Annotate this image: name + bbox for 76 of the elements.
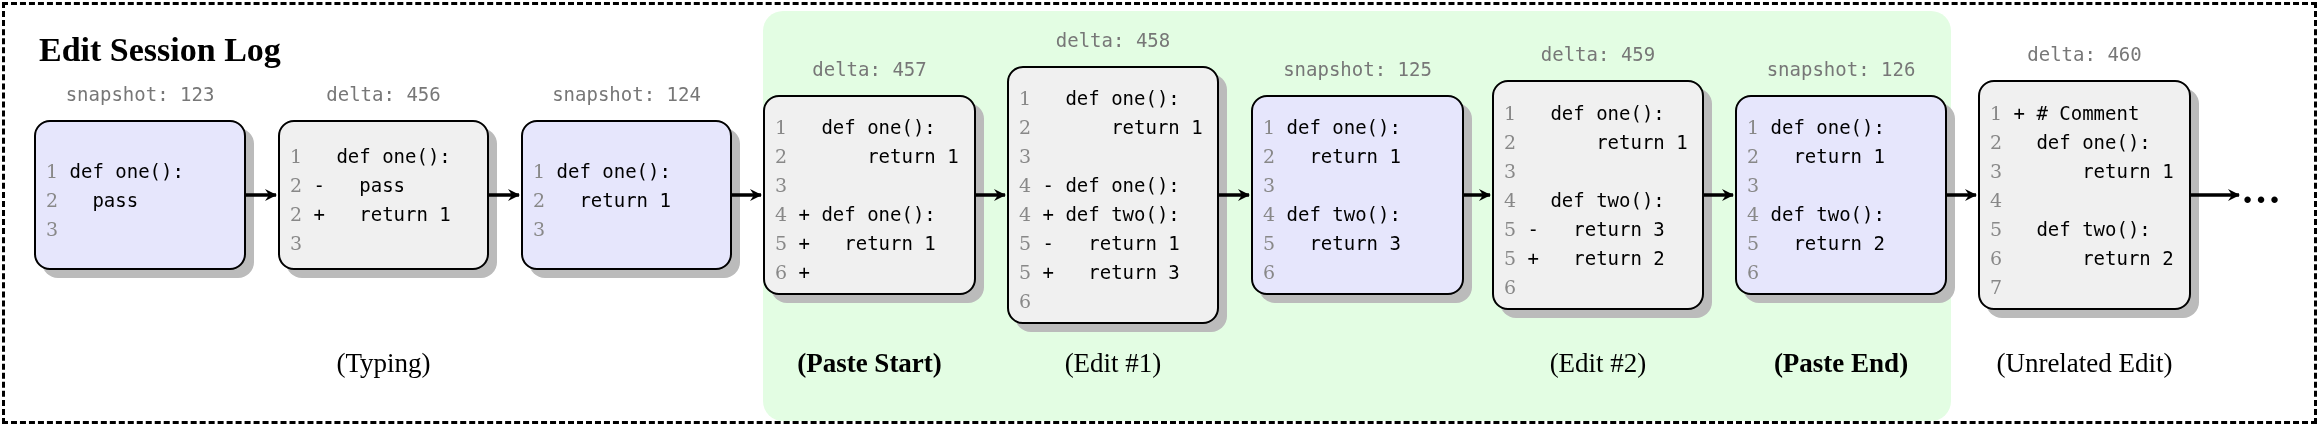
code-line: 5 return 2	[1747, 231, 1885, 256]
code-line: 1 + # Comment	[1990, 100, 2140, 126]
block-id-label: snapshot: 124	[552, 83, 701, 105]
code-line: 1 def one():	[1747, 115, 1885, 140]
diagram-title: Edit Session Log	[39, 31, 281, 69]
arrow	[2191, 189, 2240, 201]
code-line: 6 return 2	[1990, 245, 2174, 271]
code-line: 2 return 1	[533, 187, 671, 213]
block-id-label: delta: 458	[1055, 29, 1171, 51]
code-line: 7	[1990, 274, 2004, 300]
step-caption: (Paste End)	[1773, 348, 1909, 379]
code-line: 4 + def one():	[775, 202, 936, 227]
code-line: 4	[1990, 187, 2004, 213]
code-line: 4 + def two():	[1019, 202, 1180, 227]
arrow	[246, 189, 277, 201]
code-line: 4 def two():	[1747, 202, 1885, 227]
code-line: 4 - def one():	[1019, 173, 1180, 198]
code-line: 5 - return 1	[1019, 231, 1180, 256]
code-line: 2 pass	[46, 187, 139, 213]
code-line: 2 - pass	[290, 173, 406, 198]
code-line: 3	[1504, 158, 1518, 184]
code-line: 3	[1747, 173, 1761, 198]
ellipsis-text: …	[2241, 175, 2281, 205]
step-caption: (Unrelated Edit)	[1996, 348, 2173, 379]
step-caption: (Typing)	[336, 348, 431, 379]
block-id-label: delta: 460	[2027, 43, 2142, 65]
code-line: 4 def two():	[1504, 187, 1665, 213]
code-line: 6 +	[775, 260, 810, 285]
code-line: 3	[1263, 173, 1277, 198]
step-caption: (Edit #2)	[1549, 348, 1647, 379]
code-line: 2 return 1	[775, 144, 959, 169]
block-id-label: snapshot: 126	[1766, 58, 1916, 80]
code-line: 1 def one():	[775, 115, 936, 140]
arrow	[1464, 189, 1491, 201]
arrow	[732, 189, 762, 201]
code-line: 1 def one():	[533, 158, 671, 184]
code-line: 3	[46, 216, 60, 242]
code-line: 5 + return 1	[775, 231, 936, 256]
code-line: 5 return 3	[1263, 231, 1401, 256]
code-line: 3	[775, 173, 789, 198]
code-line: 1 def one():	[1019, 86, 1180, 111]
code-line: 1 def one():	[1263, 115, 1401, 140]
code-line: 2 return 1	[1504, 129, 1688, 155]
code-line: 1 def one():	[1504, 100, 1665, 126]
step-caption: (Edit #1)	[1064, 348, 1162, 379]
arrow	[1947, 189, 1977, 201]
code-line: 3	[290, 231, 304, 256]
arrow	[1219, 189, 1250, 201]
code-line: 2 + return 1	[290, 202, 451, 227]
code-line: 5 + return 3	[1019, 260, 1180, 285]
code-line: 3 return 1	[1990, 158, 2174, 184]
block-id-label: delta: 459	[1540, 43, 1656, 65]
code-line: 3	[1019, 144, 1033, 169]
code-line: 6	[1019, 289, 1033, 314]
code-line: 2 return 1	[1263, 144, 1401, 169]
code-line: 2 return 1	[1019, 115, 1203, 140]
arrow	[976, 189, 1006, 201]
code-line: 6	[1263, 260, 1277, 285]
block-id-label: delta: 456	[326, 83, 441, 105]
block-id-label: snapshot: 125	[1283, 58, 1432, 80]
code-line: 6	[1504, 274, 1518, 300]
code-line: 5 - return 3	[1504, 216, 1665, 242]
code-line: 1 def one():	[46, 158, 184, 184]
block-id-label: snapshot: 123	[65, 83, 215, 105]
arrow	[489, 189, 520, 201]
block-id-label: delta: 457	[812, 58, 927, 80]
arrow	[1704, 189, 1734, 201]
code-line: 2 return 1	[1747, 144, 1885, 169]
code-line: 3	[533, 216, 547, 242]
code-line: 5 def two():	[1990, 216, 2151, 242]
code-line: 6	[1747, 260, 1761, 285]
step-caption: (Paste Start)	[797, 348, 942, 379]
code-line: 5 + return 2	[1504, 245, 1665, 271]
code-line: 1 def one():	[290, 144, 451, 169]
code-line: 2 def one():	[1990, 129, 2151, 155]
code-line: 4 def two():	[1263, 202, 1401, 227]
